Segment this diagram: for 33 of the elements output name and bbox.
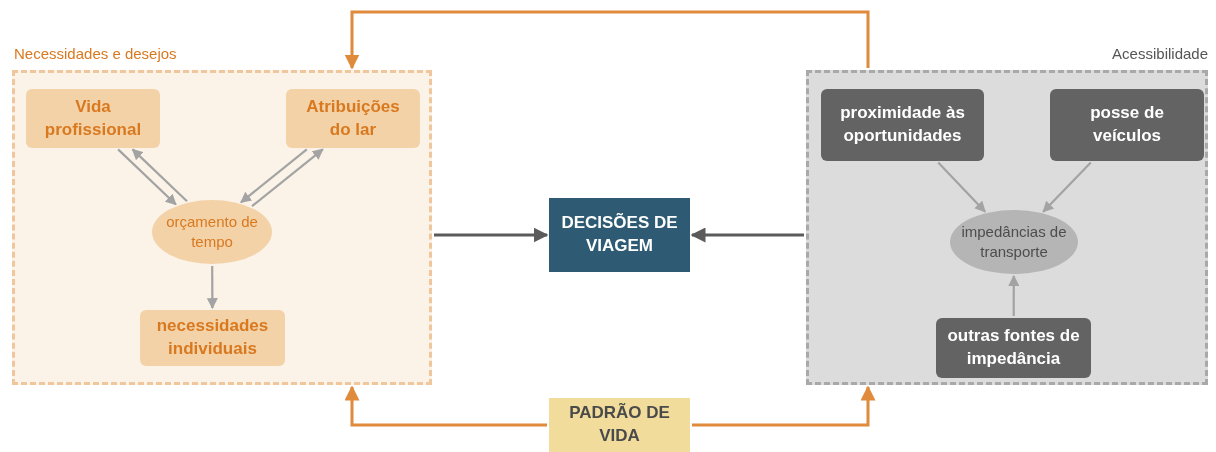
arrow	[1042, 161, 1092, 213]
node-label: orçamento de tempo	[165, 211, 259, 252]
group-heading: Acessibilidade	[1112, 44, 1208, 64]
node-label: posse de veículos	[1089, 102, 1165, 147]
process-box	[26, 89, 160, 148]
arrow	[131, 148, 188, 202]
process-box	[821, 89, 984, 161]
arrow	[117, 148, 177, 206]
arrow	[206, 266, 218, 310]
node-label: PADRÃO DE VIDA	[568, 402, 671, 447]
process-box	[286, 89, 420, 148]
node-label: DECISÕES DE VIAGEM	[560, 212, 679, 257]
arrow	[690, 227, 804, 243]
arrow	[1008, 274, 1020, 316]
process-box	[549, 398, 690, 452]
arrow	[251, 148, 324, 208]
arrow	[434, 227, 549, 243]
process-box	[140, 310, 285, 366]
node-label: impedâncias de transporte	[960, 221, 1068, 262]
group-heading: Necessidades e desejos	[14, 44, 177, 64]
node-label: Atribuições do lar	[305, 95, 401, 141]
node-label: Vida profissional	[43, 95, 143, 141]
node-label: necessidades individuais	[155, 315, 270, 360]
node-label: outras fontes de impedância	[946, 325, 1081, 370]
arrow	[344, 10, 870, 70]
process-box	[1050, 89, 1204, 161]
arrow	[344, 385, 547, 427]
process-box	[936, 318, 1091, 378]
arrow	[937, 161, 986, 213]
arrow	[240, 148, 308, 204]
arrow	[692, 385, 876, 427]
node-label: proximidade às oportunidades	[839, 102, 966, 147]
decision-box	[549, 198, 690, 272]
